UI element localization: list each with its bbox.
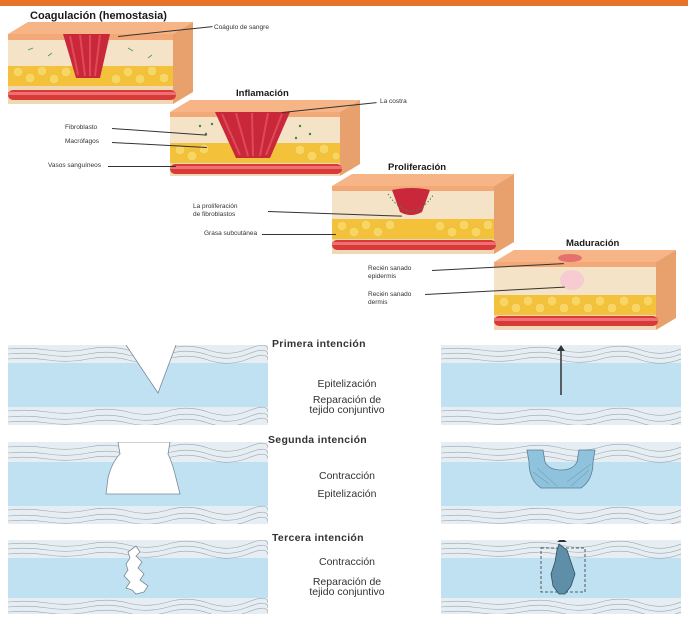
tertiary-intention-title: Tercera intención <box>272 532 364 544</box>
secondary-label-1: Contracción <box>282 470 412 482</box>
fibroblast-label: Fibroblasto <box>65 124 97 132</box>
primary-intention-wound-panel <box>8 345 268 425</box>
orange-header-bar <box>0 0 688 6</box>
new-epidermis-label-2: epidermis <box>368 273 396 281</box>
vessels-leader-line <box>108 166 176 167</box>
clot-label: Coágulo de sangre <box>214 24 269 32</box>
new-dermis-label-1: Recién sanado <box>368 291 411 299</box>
proliferation-title: Proliferación <box>388 162 446 173</box>
vessels-label: Vasos sanguíneos <box>48 162 101 170</box>
tertiary-intention-wound-panel <box>8 540 268 614</box>
maturation-skin-block <box>494 250 676 334</box>
macrophages-label: Macrófagos <box>65 138 99 146</box>
primary-intention-healed-panel <box>441 345 681 425</box>
fat-leader-line <box>262 234 336 235</box>
secondary-label-2: Epitelización <box>282 488 412 500</box>
tertiary-label-1: Contracción <box>282 556 412 568</box>
maturation-title: Maduración <box>566 238 619 249</box>
secondary-intention-healed-panel <box>441 442 681 524</box>
secondary-intention-title: Segunda intención <box>268 434 367 446</box>
primary-label-3: tejido conjuntivo <box>282 404 412 416</box>
secondary-intention-wound-panel <box>8 442 268 524</box>
scab-label: La costra <box>380 98 407 106</box>
new-dermis-label-2: dermis <box>368 299 388 307</box>
tertiary-label-3: tejido conjuntivo <box>282 586 412 598</box>
new-epidermis-label-1: Recién sanado <box>368 265 411 273</box>
tertiary-intention-healed-panel <box>441 540 681 614</box>
inflammation-title: Inflamación <box>236 88 289 99</box>
proliferation-label-1: La proliferación <box>193 203 237 211</box>
inflammation-skin-block <box>170 100 360 182</box>
coagulation-skin-block <box>8 20 193 110</box>
fat-label: Grasa subcutánea <box>204 230 257 238</box>
primary-intention-title: Primera intención <box>272 338 366 350</box>
proliferation-skin-block <box>332 174 514 258</box>
proliferation-label-2: de fibroblastos <box>193 211 235 219</box>
primary-label-1: Epitelización <box>282 378 412 390</box>
